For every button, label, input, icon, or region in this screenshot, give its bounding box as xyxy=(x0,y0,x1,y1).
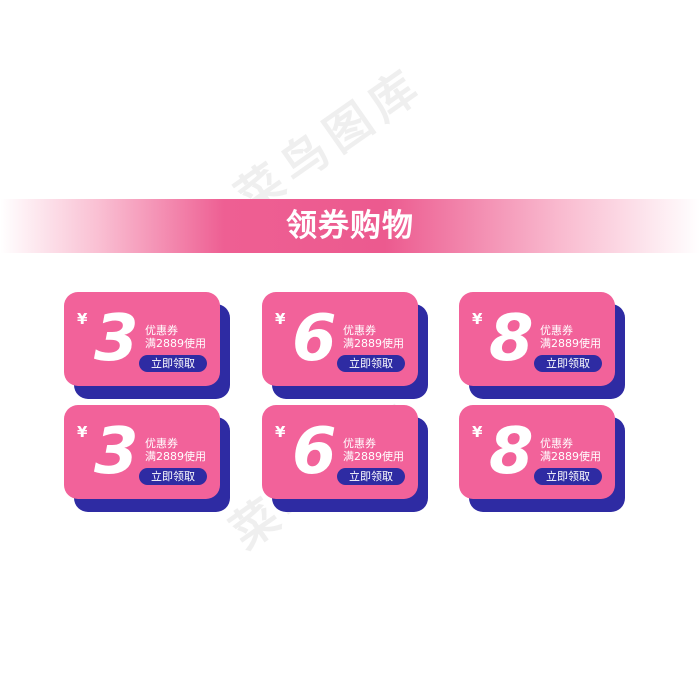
page-title: 领券购物 xyxy=(286,208,414,244)
coupon-card[interactable]: ¥ 8 优惠券 满2889使用 立即领取 xyxy=(459,292,625,399)
coupon-amount: 8 xyxy=(489,302,534,376)
coupon-card[interactable]: ¥ 3 优惠券 满2889使用 立即领取 xyxy=(64,405,230,512)
coupon-card[interactable]: ¥ 6 优惠券 满2889使用 立即领取 xyxy=(262,405,428,512)
currency-symbol: ¥ xyxy=(472,423,483,441)
coupon-amount: 3 xyxy=(94,415,139,489)
coupon-label: 优惠券 xyxy=(343,437,376,450)
coupon-condition: 满2889使用 xyxy=(540,450,601,463)
coupon-card[interactable]: ¥ 8 优惠券 满2889使用 立即领取 xyxy=(459,405,625,512)
coupon-condition: 满2889使用 xyxy=(343,337,404,350)
coupon-face: ¥ 8 优惠券 满2889使用 立即领取 xyxy=(459,405,615,499)
claim-button[interactable]: 立即领取 xyxy=(534,355,602,372)
claim-button[interactable]: 立即领取 xyxy=(139,355,207,372)
coupon-condition: 满2889使用 xyxy=(343,450,404,463)
coupon-face: ¥ 3 优惠券 满2889使用 立即领取 xyxy=(64,405,220,499)
coupon-card[interactable]: ¥ 6 优惠券 满2889使用 立即领取 xyxy=(262,292,428,399)
coupon-condition: 满2889使用 xyxy=(145,450,206,463)
currency-symbol: ¥ xyxy=(77,423,88,441)
claim-button[interactable]: 立即领取 xyxy=(337,468,405,485)
coupon-condition: 满2889使用 xyxy=(540,337,601,350)
claim-button[interactable]: 立即领取 xyxy=(139,468,207,485)
coupon-label: 优惠券 xyxy=(540,437,573,450)
coupon-amount: 6 xyxy=(292,415,337,489)
currency-symbol: ¥ xyxy=(472,310,483,328)
currency-symbol: ¥ xyxy=(77,310,88,328)
coupon-face: ¥ 6 优惠券 满2889使用 立即领取 xyxy=(262,292,418,386)
title-banner xyxy=(0,199,700,253)
coupon-label: 优惠券 xyxy=(343,324,376,337)
claim-button[interactable]: 立即领取 xyxy=(534,468,602,485)
coupon-label: 优惠券 xyxy=(540,324,573,337)
currency-symbol: ¥ xyxy=(275,310,286,328)
coupon-face: ¥ 8 优惠券 满2889使用 立即领取 xyxy=(459,292,615,386)
coupon-card[interactable]: ¥ 3 优惠券 满2889使用 立即领取 xyxy=(64,292,230,399)
coupon-amount: 3 xyxy=(94,302,139,376)
coupon-face: ¥ 6 优惠券 满2889使用 立即领取 xyxy=(262,405,418,499)
coupon-condition: 满2889使用 xyxy=(145,337,206,350)
coupon-label: 优惠券 xyxy=(145,324,178,337)
coupon-face: ¥ 3 优惠券 满2889使用 立即领取 xyxy=(64,292,220,386)
coupon-amount: 8 xyxy=(489,415,534,489)
claim-button[interactable]: 立即领取 xyxy=(337,355,405,372)
coupon-amount: 6 xyxy=(292,302,337,376)
coupon-label: 优惠券 xyxy=(145,437,178,450)
currency-symbol: ¥ xyxy=(275,423,286,441)
